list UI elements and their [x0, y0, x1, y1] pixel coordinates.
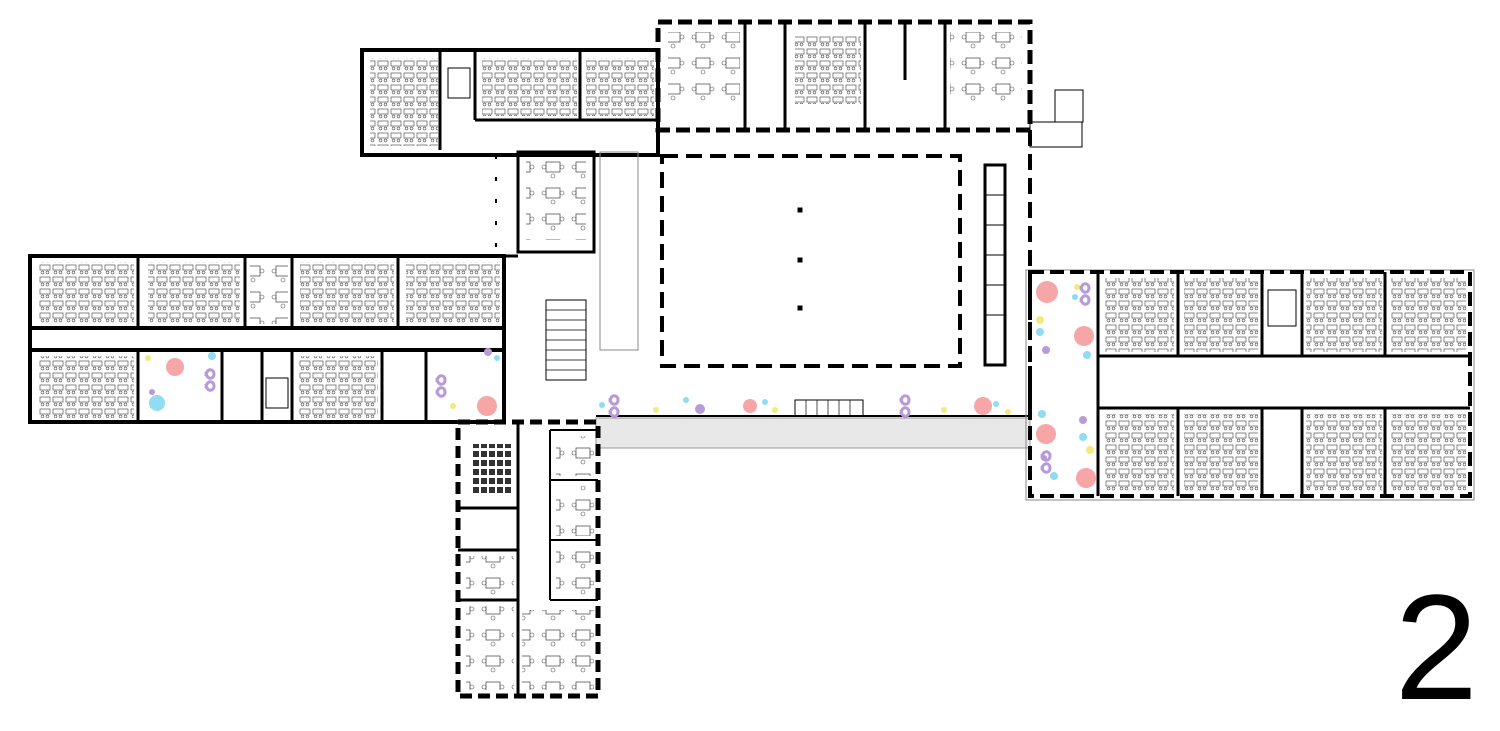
north-classroom-wing	[360, 48, 660, 157]
accent-seat-21	[1074, 326, 1094, 346]
studio-wing	[655, 19, 1084, 148]
accent-seat-0	[166, 358, 184, 376]
accent-seat-6	[484, 348, 492, 356]
east-wing	[1025, 269, 1475, 501]
accent-bench-0	[204, 368, 216, 392]
accent-seat-16	[974, 397, 992, 415]
accent-seat-31	[1079, 416, 1087, 424]
accent-seat-28	[1042, 346, 1050, 354]
accent-seat-23	[1076, 468, 1096, 488]
accent-bench-5	[1040, 450, 1052, 474]
accent-seat-1	[149, 395, 165, 411]
accent-seat-22	[1036, 424, 1056, 444]
accent-bench-2	[608, 394, 620, 418]
accent-seat-2	[208, 352, 216, 360]
accent-bench-1	[435, 374, 447, 398]
accent-seat-18	[993, 401, 999, 407]
accent-seat-3	[145, 355, 151, 361]
terrace-strip	[595, 417, 1031, 449]
accent-seat-34	[1050, 472, 1058, 480]
stair-core	[495, 150, 639, 381]
corridor	[504, 254, 1030, 417]
accent-seat-15	[762, 399, 768, 405]
accent-seat-9	[743, 399, 757, 413]
accent-seat-12	[653, 407, 659, 413]
accent-seat-29	[1083, 351, 1091, 359]
accent-seat-8	[494, 355, 500, 361]
accent-seat-32	[1079, 433, 1087, 441]
accent-seat-26	[1036, 316, 1044, 324]
accent-seat-11	[683, 397, 689, 403]
accent-seat-33	[1086, 446, 1094, 454]
west-wing	[28, 254, 506, 424]
accent-seat-19	[1005, 409, 1011, 415]
accent-seat-20	[1036, 281, 1058, 303]
accent-seat-5	[477, 396, 497, 416]
accent-seat-14	[772, 407, 778, 413]
atrium-hall	[660, 130, 1032, 420]
accent-seat-13	[599, 402, 605, 408]
accent-seat-4	[149, 389, 155, 395]
accent-seat-7	[450, 403, 456, 409]
south-admin-wing	[455, 419, 601, 699]
accent-seat-10	[695, 404, 705, 414]
accent-bench-3	[899, 394, 911, 418]
accent-seat-27	[1036, 328, 1044, 336]
floor-number: 2	[1394, 563, 1478, 731]
accent-seat-25	[1072, 294, 1078, 300]
accent-bench-4	[1079, 282, 1091, 306]
accent-seat-24	[1074, 284, 1080, 290]
accent-seat-30	[1038, 410, 1046, 418]
accent-furniture	[145, 281, 1096, 488]
accent-seat-17	[941, 407, 947, 413]
